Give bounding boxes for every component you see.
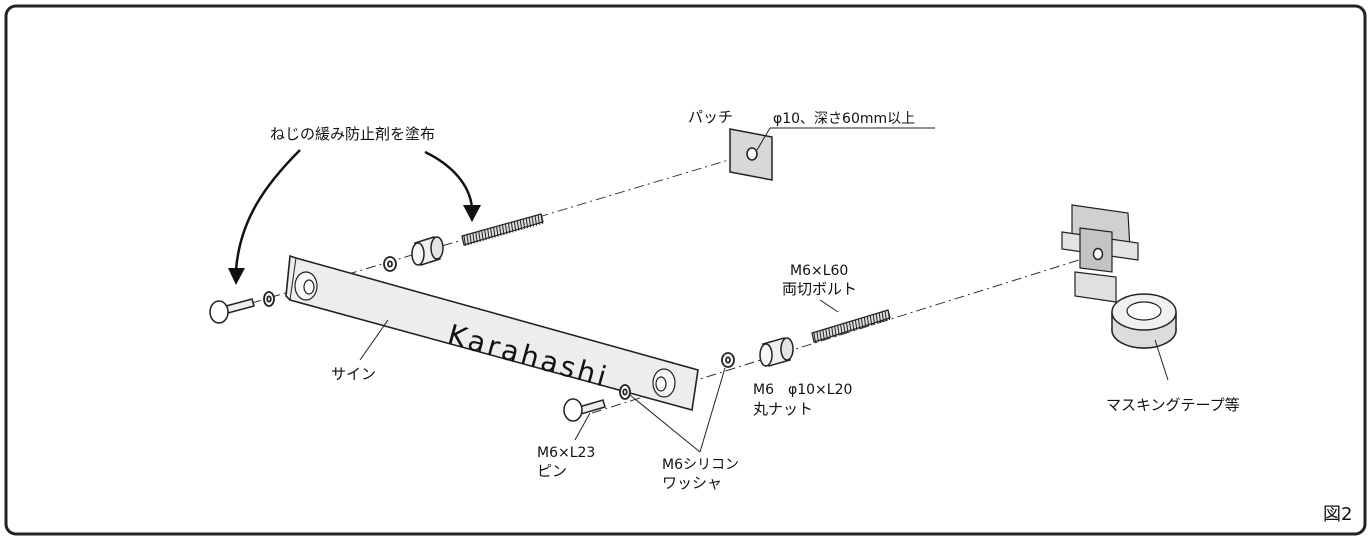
figure-border xyxy=(4,4,1367,536)
stud-bolt-thread xyxy=(857,319,861,330)
round-nuts xyxy=(411,236,794,367)
stud-bolt-thread xyxy=(825,329,828,340)
figure-number-label: 図2 xyxy=(1323,504,1353,525)
stud-bolt-thread xyxy=(469,234,472,245)
stud-bolt-thread xyxy=(854,320,858,331)
stud-bolt-thread xyxy=(837,325,840,336)
stud-bolt-thread xyxy=(496,226,499,237)
stud-bolt-thread xyxy=(866,316,870,327)
nut-spec-label: M6 φ10×L20 xyxy=(753,382,853,398)
stud-bolt-thread xyxy=(813,332,816,344)
arrow-head-left xyxy=(228,268,245,285)
stud-bolt-thread xyxy=(484,230,487,241)
stud-bolt-thread xyxy=(475,232,478,243)
sign-bar xyxy=(285,254,699,412)
stud-bolt-thread xyxy=(884,310,888,321)
leader-lines xyxy=(574,299,839,453)
stud-bolt-thread xyxy=(819,331,822,342)
stud-bolt-thread xyxy=(493,227,496,238)
hole-spec-label: φ10、深さ60mm以上 xyxy=(773,111,916,127)
stud-bolt-thread xyxy=(502,224,505,236)
stud-bolt-name-label: 両切ボルト xyxy=(782,280,858,298)
stud-bolt-thread xyxy=(534,215,538,226)
adhesive-note-label: ねじの緩み防止剤を塗布 xyxy=(270,125,436,143)
stud-bolt-thread xyxy=(478,231,481,242)
stud-bolt-thread xyxy=(487,229,490,240)
stud-bolt-thread xyxy=(531,216,535,227)
stud-bolt-thread xyxy=(863,317,867,328)
stud-bolt-thread xyxy=(481,230,484,241)
stud-bolt-thread xyxy=(466,235,469,246)
masking-tape xyxy=(1061,204,1177,381)
stud-bolt-thread xyxy=(881,311,885,322)
washer-name-label: ワッシャ xyxy=(662,474,723,492)
stud-bolt-thread xyxy=(499,225,502,236)
stud-bolt-thread xyxy=(822,330,825,341)
stud-bolt-thread xyxy=(490,228,493,239)
stud-bolt-thread xyxy=(846,322,849,333)
adhesive-arrows xyxy=(234,149,474,271)
stud-bolt-thread xyxy=(851,320,855,332)
stud-bolt-thread xyxy=(516,220,520,231)
stud-bolt-thread xyxy=(860,318,864,329)
stud-bolt-thread xyxy=(849,321,852,333)
stud-bolt-thread xyxy=(872,314,876,325)
stud-bolt-thread xyxy=(834,326,837,337)
stud-bolt-thread xyxy=(510,222,514,233)
pin-name-label: ピン xyxy=(537,462,568,480)
stud-bolt-thread xyxy=(463,235,466,247)
stud-bolt-thread xyxy=(831,327,834,338)
arrow-head-right xyxy=(463,205,481,222)
stud-bolt-thread xyxy=(507,223,511,234)
stud-bolt-thread xyxy=(875,313,879,324)
pin-size-label: M6×L23 xyxy=(537,445,596,461)
stud-bolt-thread xyxy=(878,312,882,323)
stud-bolt-thread xyxy=(528,217,532,228)
stud-bolt-thread xyxy=(525,218,529,229)
stud-bolt-thread xyxy=(540,213,543,225)
tape-label: マスキングテープ等 xyxy=(1106,396,1240,414)
stud-bolt-thread xyxy=(840,324,843,335)
stud-bolt-thread xyxy=(504,224,508,235)
washer-spec-label: M6シリコン xyxy=(662,457,739,473)
stud-bolt-thread xyxy=(869,315,873,326)
patch-label: パッチ xyxy=(688,108,734,126)
washers xyxy=(263,256,735,400)
stud-bolt-size-label: M6×L60 xyxy=(790,263,849,279)
stud-bolt-thread xyxy=(537,214,541,225)
patch-plate xyxy=(729,127,935,181)
sign-label: サイン xyxy=(331,365,377,383)
stud-bolt-thread xyxy=(843,323,846,334)
stud-bolt-thread xyxy=(472,233,475,244)
stud-bolt-thread xyxy=(522,219,526,230)
stud-bolt-thread xyxy=(887,309,890,321)
stud-bolt-thread xyxy=(519,219,523,230)
stud-bolt-thread xyxy=(816,332,819,343)
nut-name-label: 丸ナット xyxy=(753,400,814,418)
pins xyxy=(209,298,606,422)
stud-bolt-thread xyxy=(828,328,831,339)
stud-bolt-thread xyxy=(513,221,517,232)
